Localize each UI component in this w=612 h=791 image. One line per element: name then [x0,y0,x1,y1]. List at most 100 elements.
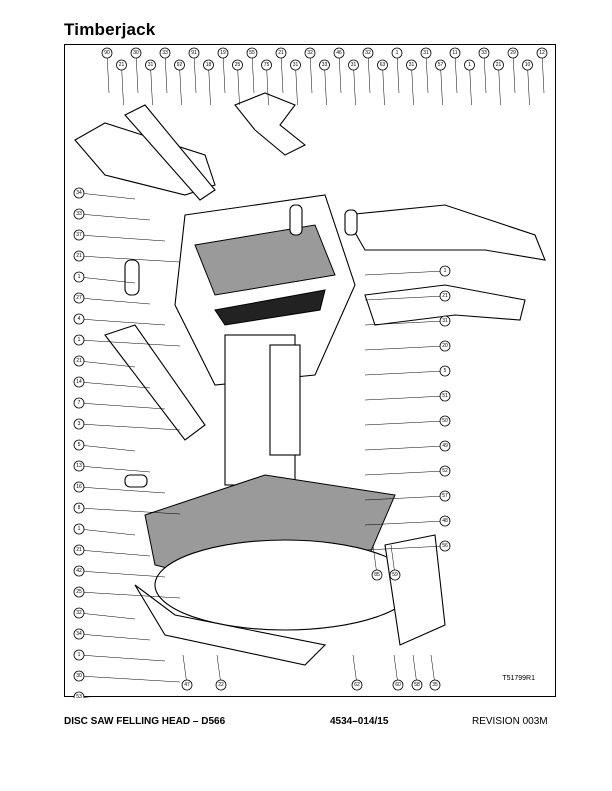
top-callout-label: 21 [496,62,502,68]
bottom-callout-label: 47 [184,682,190,688]
top-callout-label: 11 [452,50,457,56]
left-callout-label: 32 [76,610,82,616]
frame-plate-dark [214,289,326,326]
bottom-callout-label: 62 [354,682,360,688]
top-callout-label: 55 [249,50,255,56]
top-callout [493,59,504,71]
bottom-callout [351,679,363,691]
top-callout [130,47,142,59]
left-callout-label: 1 [78,337,81,343]
footer-title: DISC SAW FELLING HEAD – D566 [64,716,226,727]
top-callout [116,59,127,71]
right-callout-label: 21 [442,293,448,299]
top-callout [536,47,548,59]
left-callout [73,334,85,346]
footer-revision: REVISION 003M [472,716,548,727]
top-callout [290,59,301,71]
left-callout-label: 1 [78,526,81,532]
top-callout-label: 21 [278,50,284,56]
left-callout [73,586,85,598]
right-callout-label: 31 [442,318,448,324]
top-callout-label: 63 [380,62,386,68]
left-callout-label: 7 [78,400,81,406]
top-callout [377,59,388,71]
top-callout-label: 75 [264,62,270,68]
left-callout-label: 34 [76,190,82,196]
bottom-callout-label: 85 [374,572,380,578]
top-callout [246,47,258,59]
right-callout-label: 5 [444,368,447,374]
top-callout-label: 33 [481,50,487,56]
right-callout-label: 1 [444,268,447,274]
top-callout [464,59,475,71]
top-callout-label: 18 [206,62,212,68]
top-callout [362,47,374,59]
left-callout [73,439,85,451]
top-callout-label: 10 [525,62,531,68]
top-callout [391,47,403,59]
right-callout [439,265,451,277]
right-callout [439,315,451,327]
top-callout [348,59,359,71]
bottom-callout [429,679,441,691]
part-callouts: 3433372112741211473513168121422532341305… [73,47,548,698]
top-callout [159,47,171,59]
bottom-callout [181,679,193,691]
top-callout [217,47,229,59]
top-callout-label: 32 [307,50,313,56]
frame-plate-shaded [194,224,336,296]
top-callout-label: 21 [119,62,125,68]
left-callout-label: 1 [78,652,81,658]
right-callout-label: 57 [442,493,448,499]
top-callout [145,59,156,71]
left-callout-label: 21 [76,253,82,259]
top-callout [304,47,316,59]
top-callout [101,47,113,59]
left-callout [73,250,85,262]
right-callout [439,490,451,502]
left-callout-label: 25 [76,589,82,595]
top-callout-label: 19 [220,50,226,56]
left-callout [73,691,85,698]
left-callout [73,481,85,493]
left-callout-label: 33 [76,211,82,217]
pin-bottom-left [124,474,148,488]
left-callout [73,418,85,430]
top-callout-label: 31 [409,62,415,68]
right-callout-label: 51 [442,393,448,399]
top-callout [174,59,185,71]
bottom-callout [215,679,227,691]
mast-side-plate [269,344,301,456]
left-callout [73,502,85,514]
top-callout [420,47,432,59]
top-callout-label: 33 [162,50,168,56]
left-lower-arm [104,324,206,441]
right-callout [439,415,451,427]
left-callout [73,670,85,682]
left-callout-label: 27 [76,295,82,301]
left-callout-label: 8 [78,505,81,511]
right-callout-label: 48 [442,518,448,524]
left-callout [73,292,85,304]
left-callout-label: 53 [76,694,82,698]
top-callout-label: 25 [235,62,241,68]
top-callout-label: 12 [539,50,545,56]
left-callout-label: 30 [76,673,82,679]
top-callout [435,59,446,71]
left-callout [73,271,85,283]
right-upper-arm [344,204,546,261]
bottom-callout [411,679,423,691]
top-callout-label: 91 [191,50,197,56]
left-callout-label: 34 [76,631,82,637]
right-callout [439,390,451,402]
right-callout [439,540,451,552]
bottom-callout-label: 59 [392,572,398,578]
left-callout [73,376,85,388]
top-callout-label: 31 [148,62,154,68]
left-callout-label: 16 [76,484,82,490]
footer-code: 4534–014/15 [330,716,389,727]
top-callout [449,47,461,59]
top-callout [507,47,519,59]
right-callout [439,465,451,477]
